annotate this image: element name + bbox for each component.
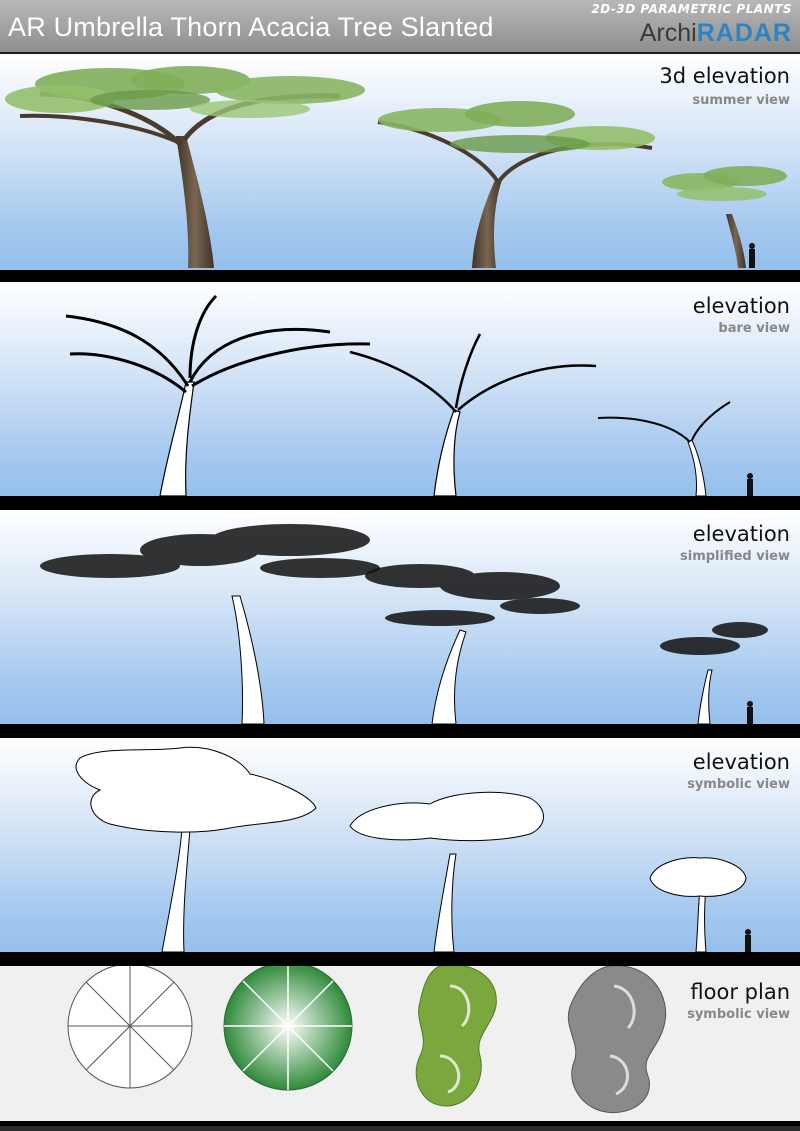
human-scale-figure xyxy=(747,701,753,724)
panel-floor-plan: floor plan symbolic view xyxy=(0,961,800,1126)
panel-simplified: elevation simplified view xyxy=(0,510,800,738)
simplified-trees-illustration xyxy=(40,524,768,725)
simplified-tree-large xyxy=(40,524,380,725)
panel-label: elevation xyxy=(692,522,790,546)
brand-logo-part2: RADAR xyxy=(696,19,792,47)
bare-tree-large xyxy=(65,294,371,497)
panel-sublabel: summer view xyxy=(692,93,790,108)
human-scale-figure xyxy=(745,929,751,952)
floor-plan-illustration xyxy=(67,961,666,1114)
simplified-tree-medium xyxy=(365,564,580,725)
plan-symbol-textured-grey xyxy=(567,965,666,1114)
summer-tree-large xyxy=(5,66,365,268)
panel-bare: elevation bare view xyxy=(0,282,800,510)
panel-label: elevation xyxy=(692,294,790,318)
panel-sublabel: symbolic view xyxy=(687,777,790,792)
bottom-divider xyxy=(0,1121,800,1126)
symbolic-trees-illustration xyxy=(75,746,751,953)
ground-strip xyxy=(0,952,800,966)
human-scale-figure xyxy=(749,243,755,268)
page-title: AR Umbrella Thorn Acacia Tree Slanted xyxy=(8,12,494,42)
bare-tree-medium xyxy=(349,333,597,497)
symbolic-tree-small xyxy=(649,857,747,953)
summer-tree-medium xyxy=(377,101,655,268)
brand-logo-part1: Archi xyxy=(639,19,697,47)
summer-tree-small xyxy=(662,166,787,268)
panel-sublabel: symbolic view xyxy=(687,1007,790,1022)
panel-3d-summer: 3d elevation summer view xyxy=(0,54,800,282)
plan-symbol-green xyxy=(223,961,353,1091)
bare-trees-illustration xyxy=(65,294,753,497)
panel-label: elevation xyxy=(692,750,790,774)
brand-logo: ArchiRADAR xyxy=(640,19,792,48)
plan-symbol-white xyxy=(67,963,193,1089)
human-scale-figure xyxy=(747,473,753,496)
symbolic-tree-large xyxy=(75,746,317,953)
ground-strip xyxy=(0,496,800,510)
summer-trees-illustration xyxy=(5,66,787,268)
symbolic-tree-medium xyxy=(349,791,544,953)
panel-sublabel: bare view xyxy=(718,321,790,336)
series-label: 2D-3D PARAMETRIC PLANTS xyxy=(591,2,792,16)
ground-strip xyxy=(0,270,800,282)
panel-sublabel: simplified view xyxy=(680,549,790,564)
panel-symbolic: elevation symbolic view xyxy=(0,738,800,966)
bare-tree-small xyxy=(597,401,731,497)
simplified-tree-small xyxy=(660,622,768,725)
panel-label: floor plan xyxy=(690,980,790,1004)
plan-symbol-textured-green xyxy=(415,964,497,1107)
header-bar: AR Umbrella Thorn Acacia Tree Slanted 2D… xyxy=(0,0,800,54)
ground-strip xyxy=(0,724,800,738)
panel-label: 3d elevation xyxy=(659,64,790,88)
